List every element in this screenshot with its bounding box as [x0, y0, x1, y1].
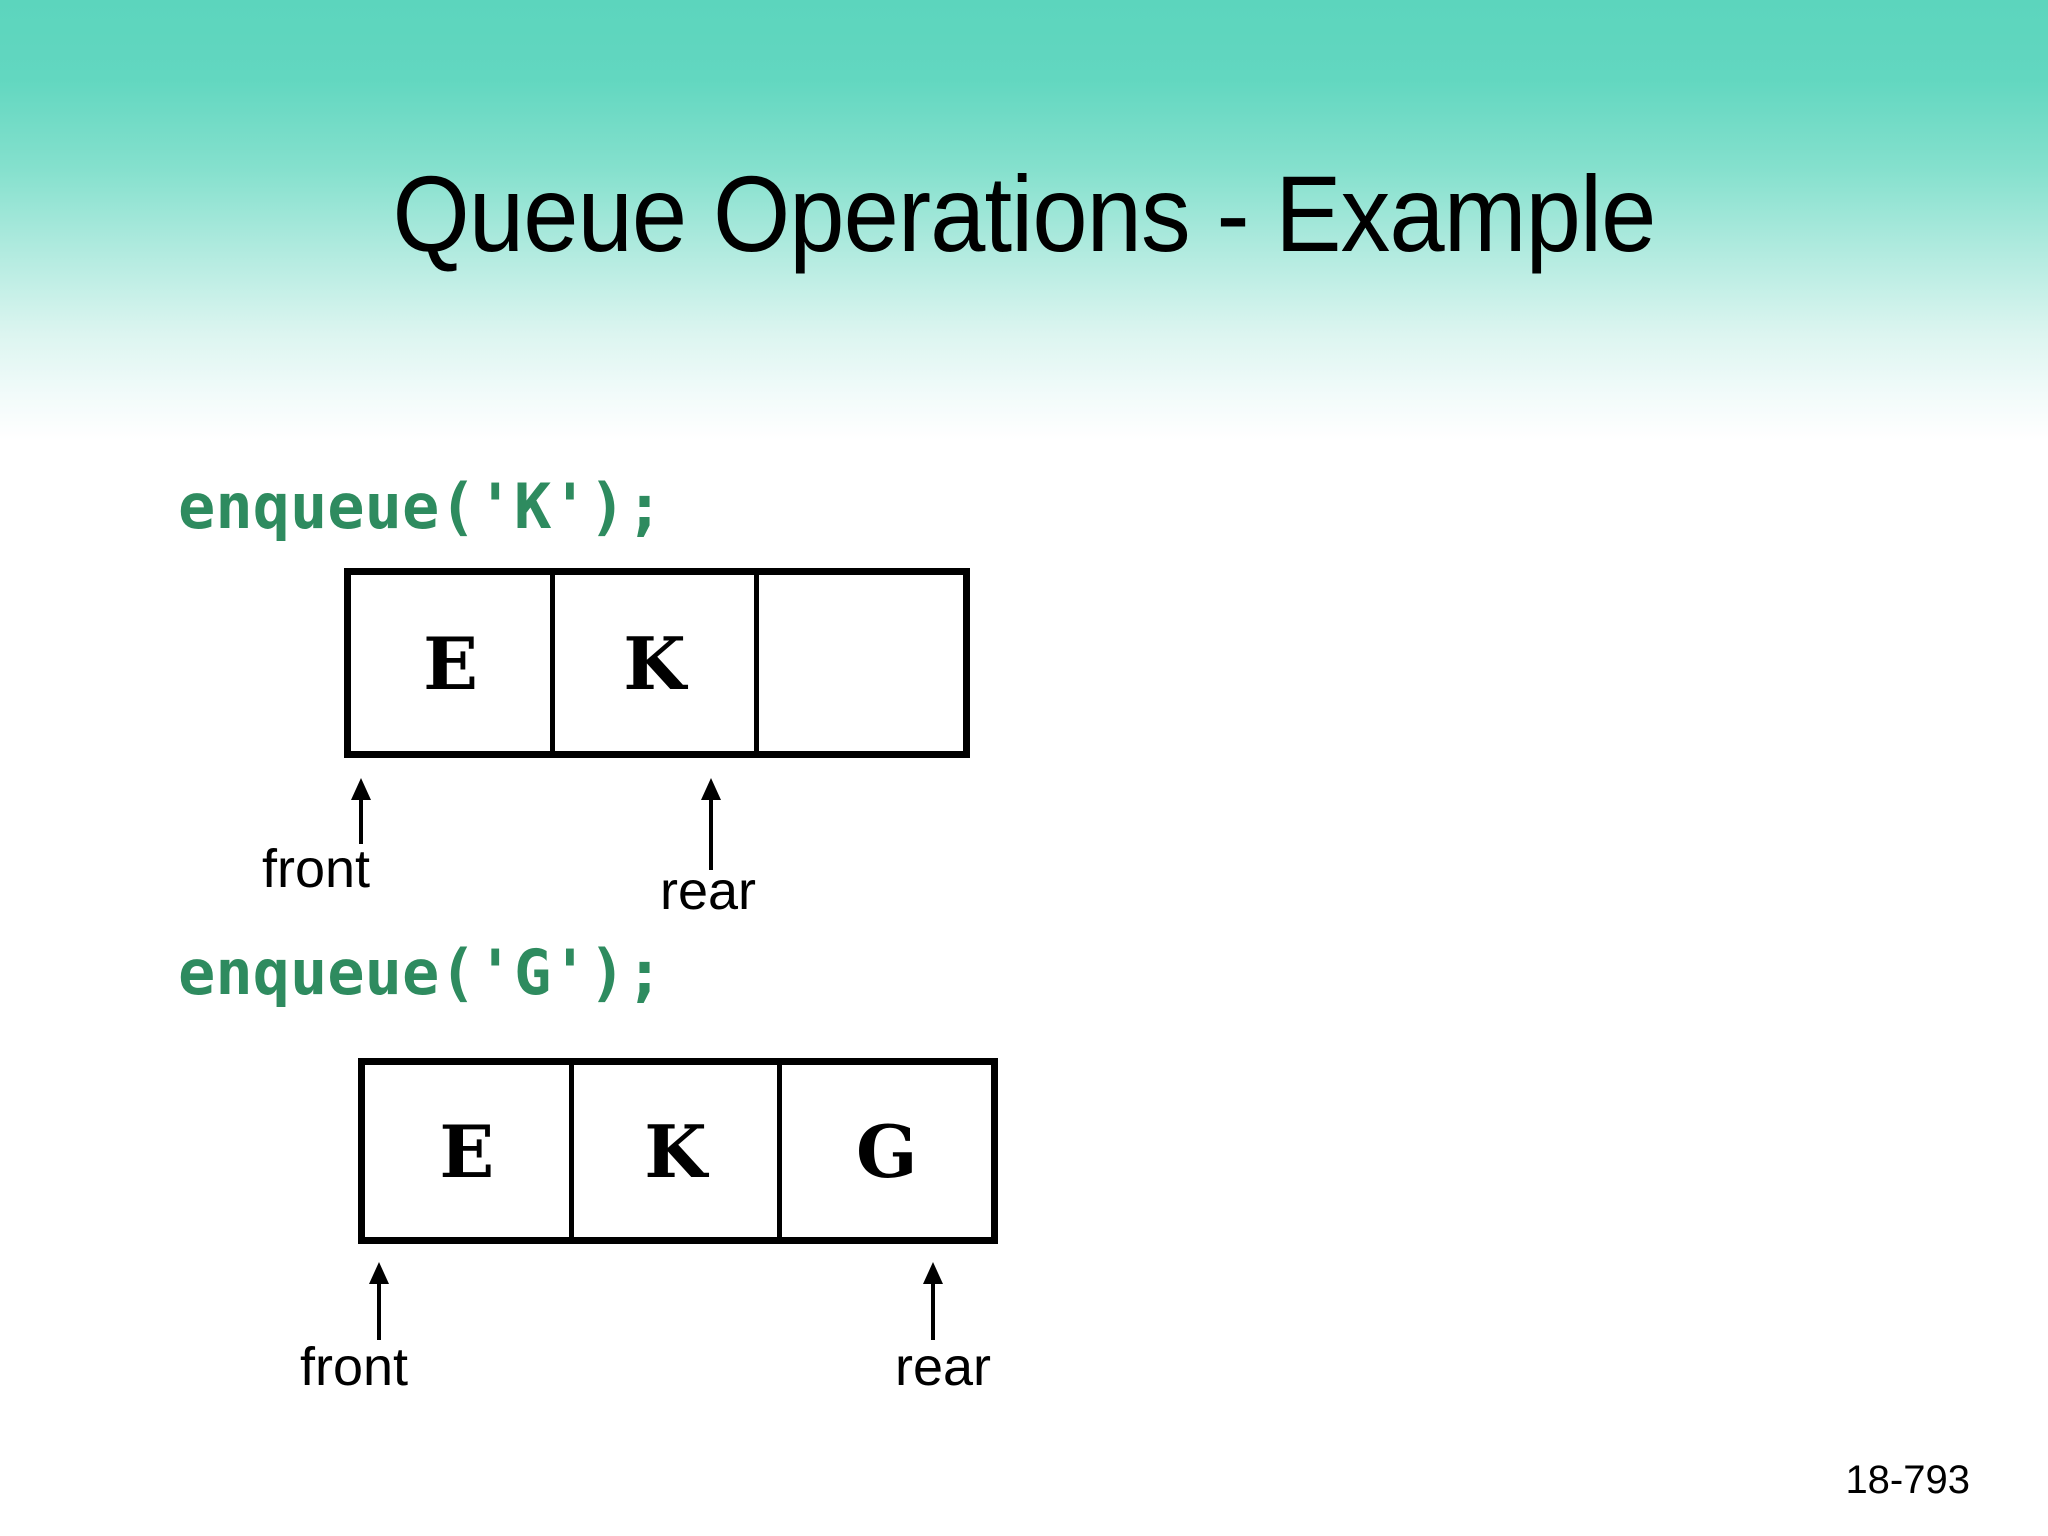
rear-pointer-arrow-icon	[918, 1262, 948, 1345]
front-pointer-arrow-icon	[346, 778, 376, 849]
queue-diagram-step-1: E K	[344, 568, 970, 758]
queue-cell: G	[855, 1108, 918, 1194]
queue-cell: E	[365, 1065, 574, 1237]
title-gradient-band	[0, 0, 2048, 440]
rear-pointer-label: rear	[895, 1337, 992, 1397]
queue-cell: E	[351, 575, 556, 751]
rear-pointer-arrow-icon	[696, 778, 726, 875]
queue-diagram-step-2: E K G	[358, 1058, 998, 1244]
page-number: 18-793	[1845, 1458, 1970, 1502]
front-pointer-label: front	[300, 1337, 409, 1397]
front-pointer-label: front	[262, 839, 371, 899]
front-pointer-arrow-icon	[364, 1262, 394, 1345]
rear-pointer-label: rear	[660, 861, 757, 921]
queue-cell: K	[574, 1065, 783, 1237]
code-statement-enqueue-k: enqueue('K');	[178, 470, 664, 543]
queue-cell: K	[555, 575, 760, 751]
queue-cell	[759, 575, 963, 751]
page-title: Queue Operations - Example	[392, 153, 1657, 274]
code-statement-enqueue-g: enqueue('G');	[178, 936, 664, 1009]
